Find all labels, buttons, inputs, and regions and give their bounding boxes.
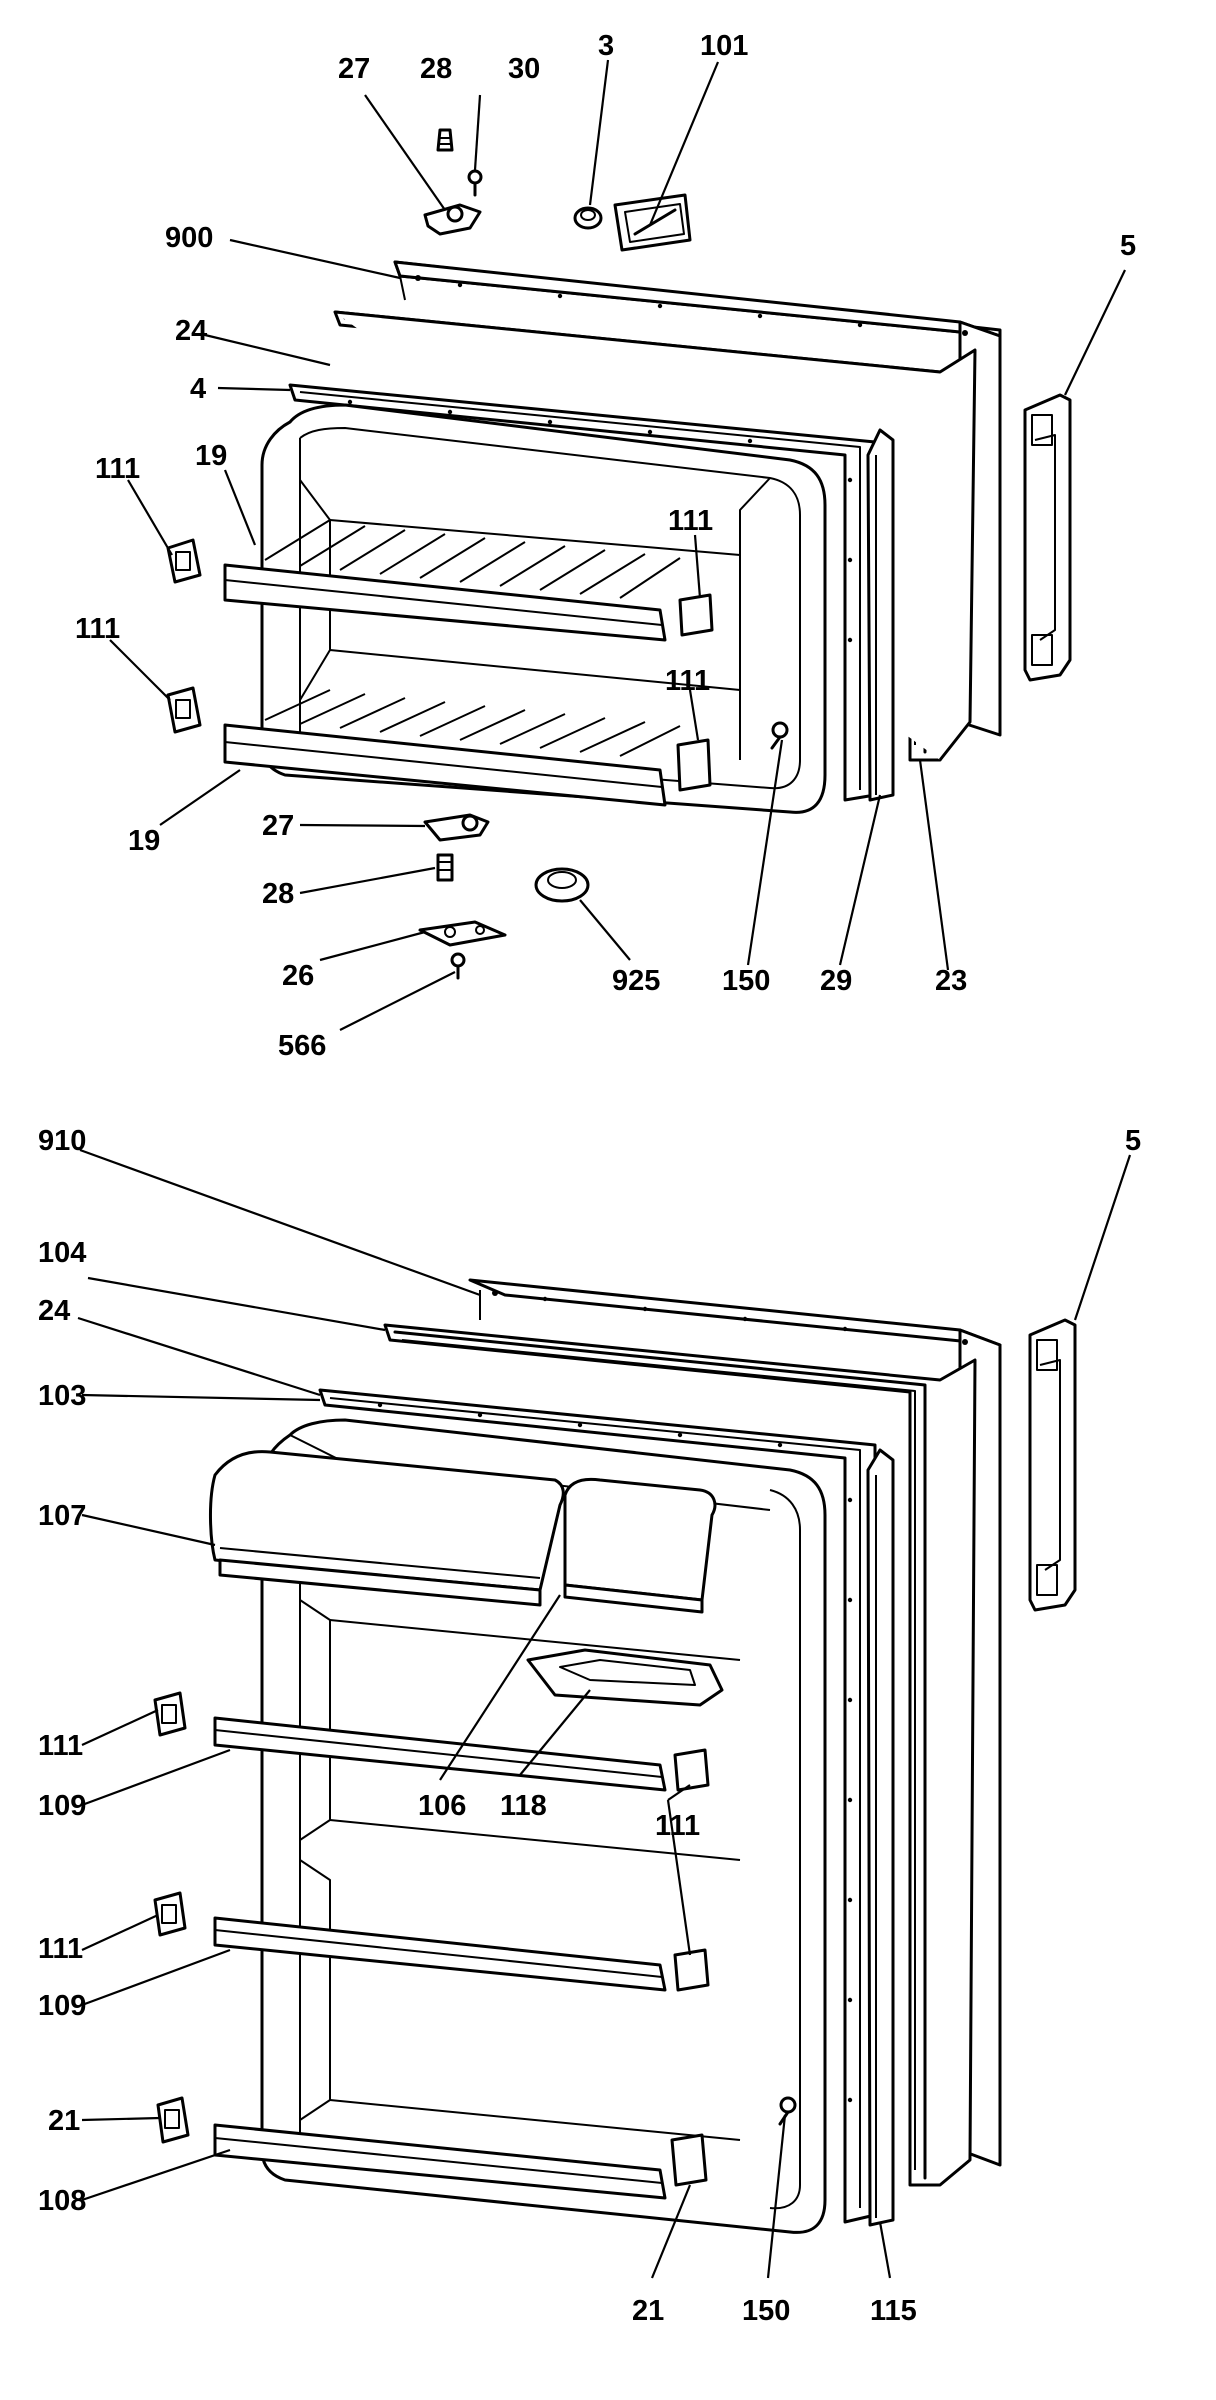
label-19-bottom: 19: [128, 825, 160, 857]
label-107: 107: [38, 1500, 86, 1532]
freezer-plug: [573, 206, 603, 230]
label-910: 910: [38, 1125, 86, 1157]
nameplate: [613, 193, 692, 252]
fresh-food-upper-shelf: [213, 1716, 667, 1792]
label-5-top: 5: [1120, 230, 1136, 262]
label-104: 104: [38, 1237, 86, 1269]
fresh-food-middle-shelf: [213, 1916, 667, 1992]
label-111-f: 111: [655, 1810, 700, 1842]
fresh-food-door-gasket: [383, 1323, 977, 2187]
label-28: 28: [420, 53, 452, 85]
label-103: 103: [38, 1380, 86, 1412]
label-28-bottom: 28: [262, 878, 294, 910]
label-24-bottom: 24: [38, 1295, 70, 1327]
label-118: 118: [500, 1790, 547, 1822]
label-115: 115: [870, 2295, 917, 2327]
label-30: 30: [508, 53, 540, 85]
fresh-food-vertical-seal-strip: [866, 1448, 895, 2227]
fresh-food-shelf-bracket-upper-left: [153, 1691, 187, 1737]
label-101: 101: [700, 30, 748, 62]
label-150-bottom: 150: [742, 2295, 790, 2327]
label-5-bottom: 5: [1125, 1125, 1141, 1157]
dairy-compartment-door: [209, 1450, 565, 1607]
freezer-lower-shelf: [223, 689, 681, 807]
label-109-lower: 109: [38, 1990, 86, 2022]
label-23: 23: [935, 965, 967, 997]
fresh-food-shelf-bracket-middle-right: [673, 1948, 710, 1992]
label-111-d: 111: [665, 665, 710, 697]
fresh-food-shelf-bracket-bottom-right: [670, 2133, 708, 2187]
label-111-b: 111: [75, 613, 120, 645]
label-24-top: 24: [175, 315, 207, 347]
label-108: 108: [38, 2185, 86, 2217]
fresh-food-door-handle: [1028, 1318, 1077, 1612]
fresh-food-door-assembly: [153, 1278, 1077, 2234]
label-111-c: 111: [668, 505, 713, 537]
freezer-shelf-bracket-lower-right: [676, 738, 712, 792]
label-4: 4: [190, 373, 206, 405]
bottom-hinge-parts: [418, 813, 507, 980]
egg-tray: [526, 1648, 724, 1707]
label-925: 925: [612, 965, 660, 997]
butter-compartment-door: [563, 1477, 717, 1614]
label-111-g: 111: [38, 1933, 83, 1965]
fresh-food-bottom-shelf: [213, 2123, 667, 2200]
label-109-upper: 109: [38, 1790, 86, 1822]
label-111-e: 111: [38, 1730, 83, 1762]
label-29: 29: [820, 965, 852, 997]
label-21-left: 21: [48, 2105, 80, 2137]
freezer-door-assembly: [166, 128, 1072, 980]
fresh-food-shelf-bracket-bottom-left: [156, 2096, 190, 2144]
freezer-shelf-bracket-upper-left: [166, 538, 202, 584]
freezer-vertical-seal-strip: [866, 428, 895, 802]
label-19-top: 19: [195, 440, 227, 472]
leader-lines: [77, 59, 1132, 2279]
callout-labels: 27 28 30 3 101 900 5 24 4 111 19 111 111…: [38, 30, 1141, 2327]
label-26: 26: [282, 960, 314, 992]
top-hinge-parts: [423, 128, 483, 236]
fresh-food-shelf-bracket-middle-left: [153, 1891, 187, 1937]
freezer-shelf-bracket-lower-left: [166, 686, 202, 734]
freezer-upper-shelf: [223, 519, 681, 642]
freezer-door-stop-screw: [770, 721, 789, 750]
door-cam: [534, 867, 590, 903]
label-106: 106: [418, 1790, 466, 1822]
label-27-bottom: 27: [262, 810, 294, 842]
fresh-food-shelf-bracket-upper-right: [673, 1748, 710, 1792]
label-21-right: 21: [632, 2295, 664, 2327]
label-566: 566: [278, 1030, 326, 1062]
label-111-a: 111: [95, 453, 140, 485]
label-900: 900: [165, 222, 213, 254]
freezer-door-handle: [1023, 393, 1072, 682]
label-27: 27: [338, 53, 370, 85]
freezer-shelf-bracket-upper-right: [678, 593, 714, 637]
fresh-food-liner-frame: [318, 1388, 877, 2224]
fresh-food-door-stop-screw: [778, 2096, 797, 2126]
label-3: 3: [598, 30, 614, 62]
label-150-top: 150: [722, 965, 770, 997]
